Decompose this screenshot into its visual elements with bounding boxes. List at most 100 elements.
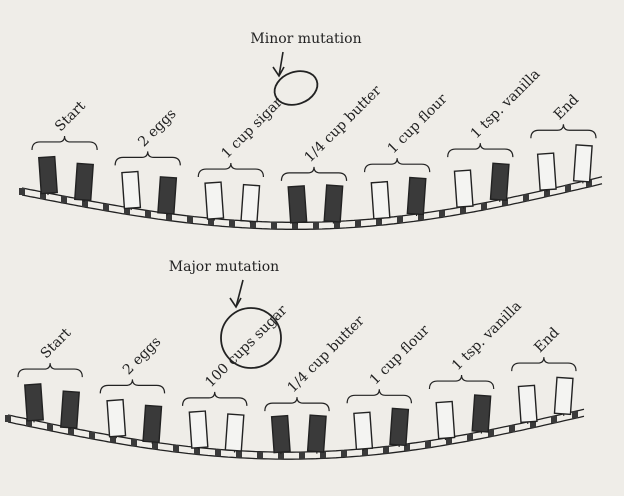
segment-bracket: [198, 163, 263, 177]
arrow-head-icon: [230, 298, 241, 307]
backbone-tick: [341, 450, 347, 457]
segment-label: 1/4 cup butter: [285, 313, 368, 396]
backbone-tick: [313, 222, 319, 229]
backbone-tick: [460, 207, 466, 214]
backbone-tick: [551, 416, 557, 423]
segment-bracket: [365, 158, 430, 172]
backbone-tick: [565, 185, 571, 192]
arrow-head-icon: [273, 67, 284, 76]
backbone-tick: [131, 439, 137, 446]
backbone-tick: [19, 188, 25, 195]
backbone-tick: [173, 445, 179, 452]
backbone-tick: [439, 210, 445, 217]
segment-bracket: [429, 375, 493, 389]
backbone-tick: [523, 194, 529, 201]
segment-label: 1 cup flour: [385, 91, 451, 157]
dark-base-block: [61, 391, 79, 428]
light-base-block: [122, 172, 140, 209]
segment-bracket: [115, 151, 180, 165]
segment-end: End: [512, 325, 576, 424]
backbone-tick: [383, 446, 389, 453]
light-base-block: [554, 377, 572, 414]
segment-label: End: [531, 325, 562, 356]
backbone-tick: [397, 216, 403, 223]
segment-label: Start: [52, 98, 89, 135]
segment-1-cup-flour: 1 cup flour: [347, 322, 433, 451]
backbone-tick: [215, 449, 221, 456]
segment-label: 100 cups sugar: [202, 302, 290, 390]
backbone-tick: [229, 220, 235, 227]
light-base-block: [107, 400, 125, 437]
backbone-tick: [481, 203, 487, 210]
segment-bracket: [265, 397, 329, 411]
segment-1-tsp-vanilla: 1 tsp. vanilla: [429, 298, 524, 440]
backbone-tick: [5, 415, 11, 422]
segment-1-cup-sigar: 1 cup sigar: [198, 94, 286, 223]
segment-2-eggs: 2 eggs: [115, 106, 180, 215]
light-base-block: [205, 182, 223, 219]
segment-label: 1 cup sigar: [218, 94, 286, 162]
backbone-tick: [467, 434, 473, 441]
backbone-tick: [103, 204, 109, 211]
dark-base-block: [288, 186, 306, 223]
dark-base-block: [25, 384, 43, 421]
backbone-tick: [509, 425, 515, 432]
light-base-block: [354, 412, 372, 449]
segment-label: 1 cup flour: [367, 322, 433, 388]
segment-2-eggs: 2 eggs: [100, 334, 164, 444]
segment-bracket: [512, 357, 576, 371]
segment-bracket: [183, 392, 247, 406]
backbone-top-line: [8, 409, 584, 452]
light-base-block: [574, 145, 592, 182]
segment-end: End: [531, 92, 596, 192]
segment-label: Start: [38, 325, 75, 362]
light-base-block: [518, 385, 536, 422]
segment-1-cup-flour: 1 cup flour: [365, 91, 451, 220]
light-base-block: [225, 414, 243, 451]
backbone-tick: [82, 200, 88, 207]
backbone-tick: [299, 452, 305, 459]
segment-1-tsp-vanilla: 1 tsp. vanilla: [448, 66, 544, 208]
segment-label: 1 tsp. vanilla: [468, 66, 544, 142]
backbone-tick: [257, 452, 263, 459]
light-base-block: [538, 153, 556, 190]
segment-label: End: [551, 92, 582, 123]
backbone-tick: [236, 451, 242, 458]
segment-bracket: [18, 363, 82, 377]
backbone-tick: [250, 221, 256, 228]
segment-bracket: [100, 379, 164, 393]
backbone-tick: [187, 216, 193, 223]
light-base-block: [454, 170, 472, 207]
segment-label: 2 eggs: [135, 106, 179, 150]
dark-base-block: [143, 405, 161, 442]
dark-base-block: [472, 395, 490, 432]
light-base-block: [241, 185, 259, 222]
dark-base-block: [75, 163, 93, 200]
callout-arrow: [236, 280, 243, 307]
dark-base-block: [490, 163, 508, 200]
backbone-tick: [61, 196, 67, 203]
backbone-tick: [68, 428, 74, 435]
segment-label: 1 tsp. vanilla: [449, 298, 525, 374]
backbone-tick: [152, 442, 158, 449]
backbone-top-line: [22, 177, 602, 223]
mutation-callout-label: Minor mutation: [250, 31, 361, 47]
backbone-tick: [89, 432, 95, 439]
light-base-block: [189, 411, 207, 448]
dark-base-block: [407, 178, 425, 215]
segment-bracket: [347, 389, 411, 403]
dark-base-block: [158, 177, 176, 214]
mutation-callout-label: Major mutation: [169, 259, 279, 275]
segment-bracket: [32, 136, 97, 150]
dark-base-block: [390, 408, 408, 445]
backbone-tick: [425, 441, 431, 448]
backbone-tick: [47, 424, 53, 431]
segment-bracket: [531, 124, 596, 138]
dark-base-block: [324, 185, 342, 222]
dark-base-block: [308, 415, 326, 452]
backbone-tick: [355, 220, 361, 227]
backbone-tick: [572, 411, 578, 418]
